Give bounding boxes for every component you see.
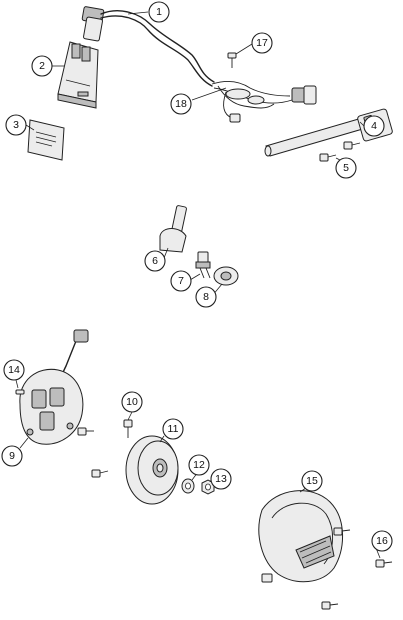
- callout-15: 15: [301, 470, 323, 492]
- svg-text:17: 17: [256, 37, 268, 49]
- callout-1: 1: [148, 1, 170, 23]
- callout-4: 4: [363, 115, 385, 137]
- callout-10: 10: [121, 391, 143, 413]
- svg-text:1: 1: [156, 6, 162, 18]
- pin-14: [15, 389, 25, 395]
- svg-text:18: 18: [175, 98, 187, 110]
- svg-text:4: 4: [371, 120, 377, 132]
- control-unit: [57, 41, 99, 109]
- callout-12: 12: [188, 454, 210, 476]
- callout-6: 6: [144, 250, 166, 272]
- svg-text:14: 14: [8, 364, 20, 376]
- svg-text:8: 8: [203, 291, 209, 303]
- svg-text:13: 13: [215, 473, 227, 485]
- spark-plug: [195, 251, 211, 279]
- svg-text:10: 10: [126, 396, 138, 408]
- callout-13: 13: [210, 468, 232, 490]
- label-pad: [27, 119, 65, 161]
- callout-2: 2: [31, 55, 53, 77]
- callout-5: 5: [335, 157, 357, 179]
- callout-8: 8: [195, 286, 217, 308]
- svg-text:7: 7: [178, 275, 184, 287]
- svg-text:6: 6: [152, 255, 158, 267]
- stator: [19, 329, 89, 445]
- callout-18: 18: [170, 93, 192, 115]
- callout-3: 3: [5, 114, 27, 136]
- nut: [201, 479, 215, 495]
- plug-seal: [213, 266, 239, 286]
- callout-9: 9: [1, 445, 23, 467]
- callouts: 1 2 3 4 5 6 7 8: [1, 1, 393, 552]
- svg-text:3: 3: [13, 119, 19, 131]
- bolts-10: [77, 419, 133, 478]
- callout-16: 16: [371, 530, 393, 552]
- flywheel: [125, 435, 179, 505]
- svg-text:9: 9: [9, 450, 15, 462]
- svg-text:2: 2: [39, 60, 45, 72]
- screws-5: [319, 141, 361, 162]
- callout-14: 14: [3, 359, 25, 381]
- svg-text:16: 16: [376, 535, 388, 547]
- screw-17: [227, 52, 237, 68]
- svg-text:12: 12: [193, 459, 205, 471]
- ignition-cover: [258, 490, 344, 583]
- wiring-harness: [81, 6, 317, 123]
- cover-screws-16: [321, 527, 393, 610]
- svg-text:11: 11: [168, 423, 179, 435]
- callout-11: 11: [162, 418, 184, 440]
- spark-plug-connector: [159, 205, 187, 253]
- svg-text:5: 5: [343, 162, 349, 174]
- callout-17: 17: [251, 32, 273, 54]
- washer: [181, 478, 195, 494]
- callout-7: 7: [170, 270, 192, 292]
- svg-text:15: 15: [306, 475, 318, 487]
